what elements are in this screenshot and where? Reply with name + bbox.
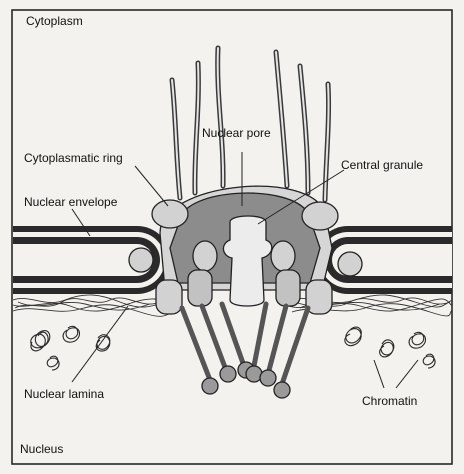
chromatin-clump	[345, 327, 361, 346]
spoke-cylinder	[276, 270, 300, 306]
ring-subunit	[193, 241, 217, 271]
leader-nuclear-lamina	[72, 306, 128, 382]
envelope-knob-right	[338, 252, 362, 276]
leader-chromatin-b	[396, 360, 418, 388]
label-cytoplasmatic-ring: Cytoplasmatic ring	[24, 151, 123, 165]
nuclear-pore-complex	[129, 186, 362, 398]
label-chromatin: Chromatin	[362, 394, 417, 408]
leader-chromatin-a	[374, 360, 384, 388]
chromatin-clump	[47, 356, 59, 370]
spoke-cylinder	[156, 280, 182, 314]
nuclear-envelope-right	[314, 226, 452, 294]
nuclear-pore-figure: Cytoplasm Nuclear pore Cytoplasmatic rin…	[10, 8, 454, 466]
label-nuclear-envelope: Nuclear envelope	[24, 195, 117, 209]
label-nuclear-lamina: Nuclear lamina	[24, 387, 104, 401]
ring-subunit	[152, 200, 188, 228]
chromatin-clump	[96, 335, 110, 351]
leader-cytoplasmatic-ring	[135, 166, 168, 206]
basket-knob	[202, 378, 218, 394]
label-cytoplasm: Cytoplasm	[26, 14, 83, 28]
spoke-cylinder	[188, 270, 212, 306]
chromatin-clump	[409, 332, 425, 348]
chromatin-clump	[423, 354, 435, 368]
chromatin-clump	[31, 331, 50, 351]
label-nuclear-pore: Nuclear pore	[202, 126, 271, 140]
chromatin-clump	[380, 340, 394, 357]
basket-knob	[260, 370, 276, 386]
ring-subunit	[271, 241, 295, 271]
basket-knob	[274, 382, 290, 398]
basket-knob	[220, 366, 236, 382]
chromatin-clump	[63, 326, 79, 342]
envelope-knob-left	[129, 248, 153, 272]
label-nucleus: Nucleus	[20, 442, 63, 456]
label-central-granule: Central granule	[341, 158, 423, 172]
ring-subunit	[302, 202, 338, 230]
